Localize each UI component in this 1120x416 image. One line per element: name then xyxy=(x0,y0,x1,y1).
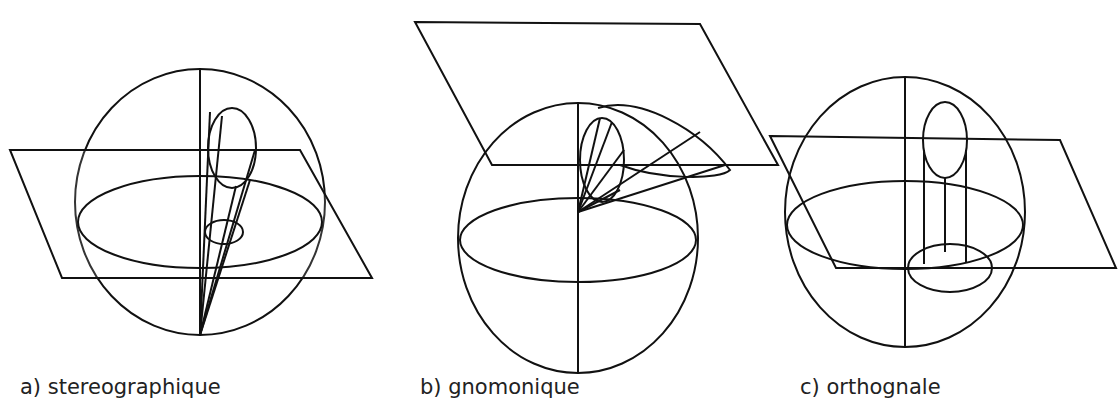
caption-label: b) gnomonique xyxy=(420,375,580,400)
orthogonal-figure xyxy=(770,77,1116,347)
caption-label: c) orthognale xyxy=(800,375,941,400)
stereographic-figure xyxy=(10,69,372,335)
gnomonic-figure xyxy=(415,22,778,373)
caption-label: a) stereographique xyxy=(20,375,221,400)
